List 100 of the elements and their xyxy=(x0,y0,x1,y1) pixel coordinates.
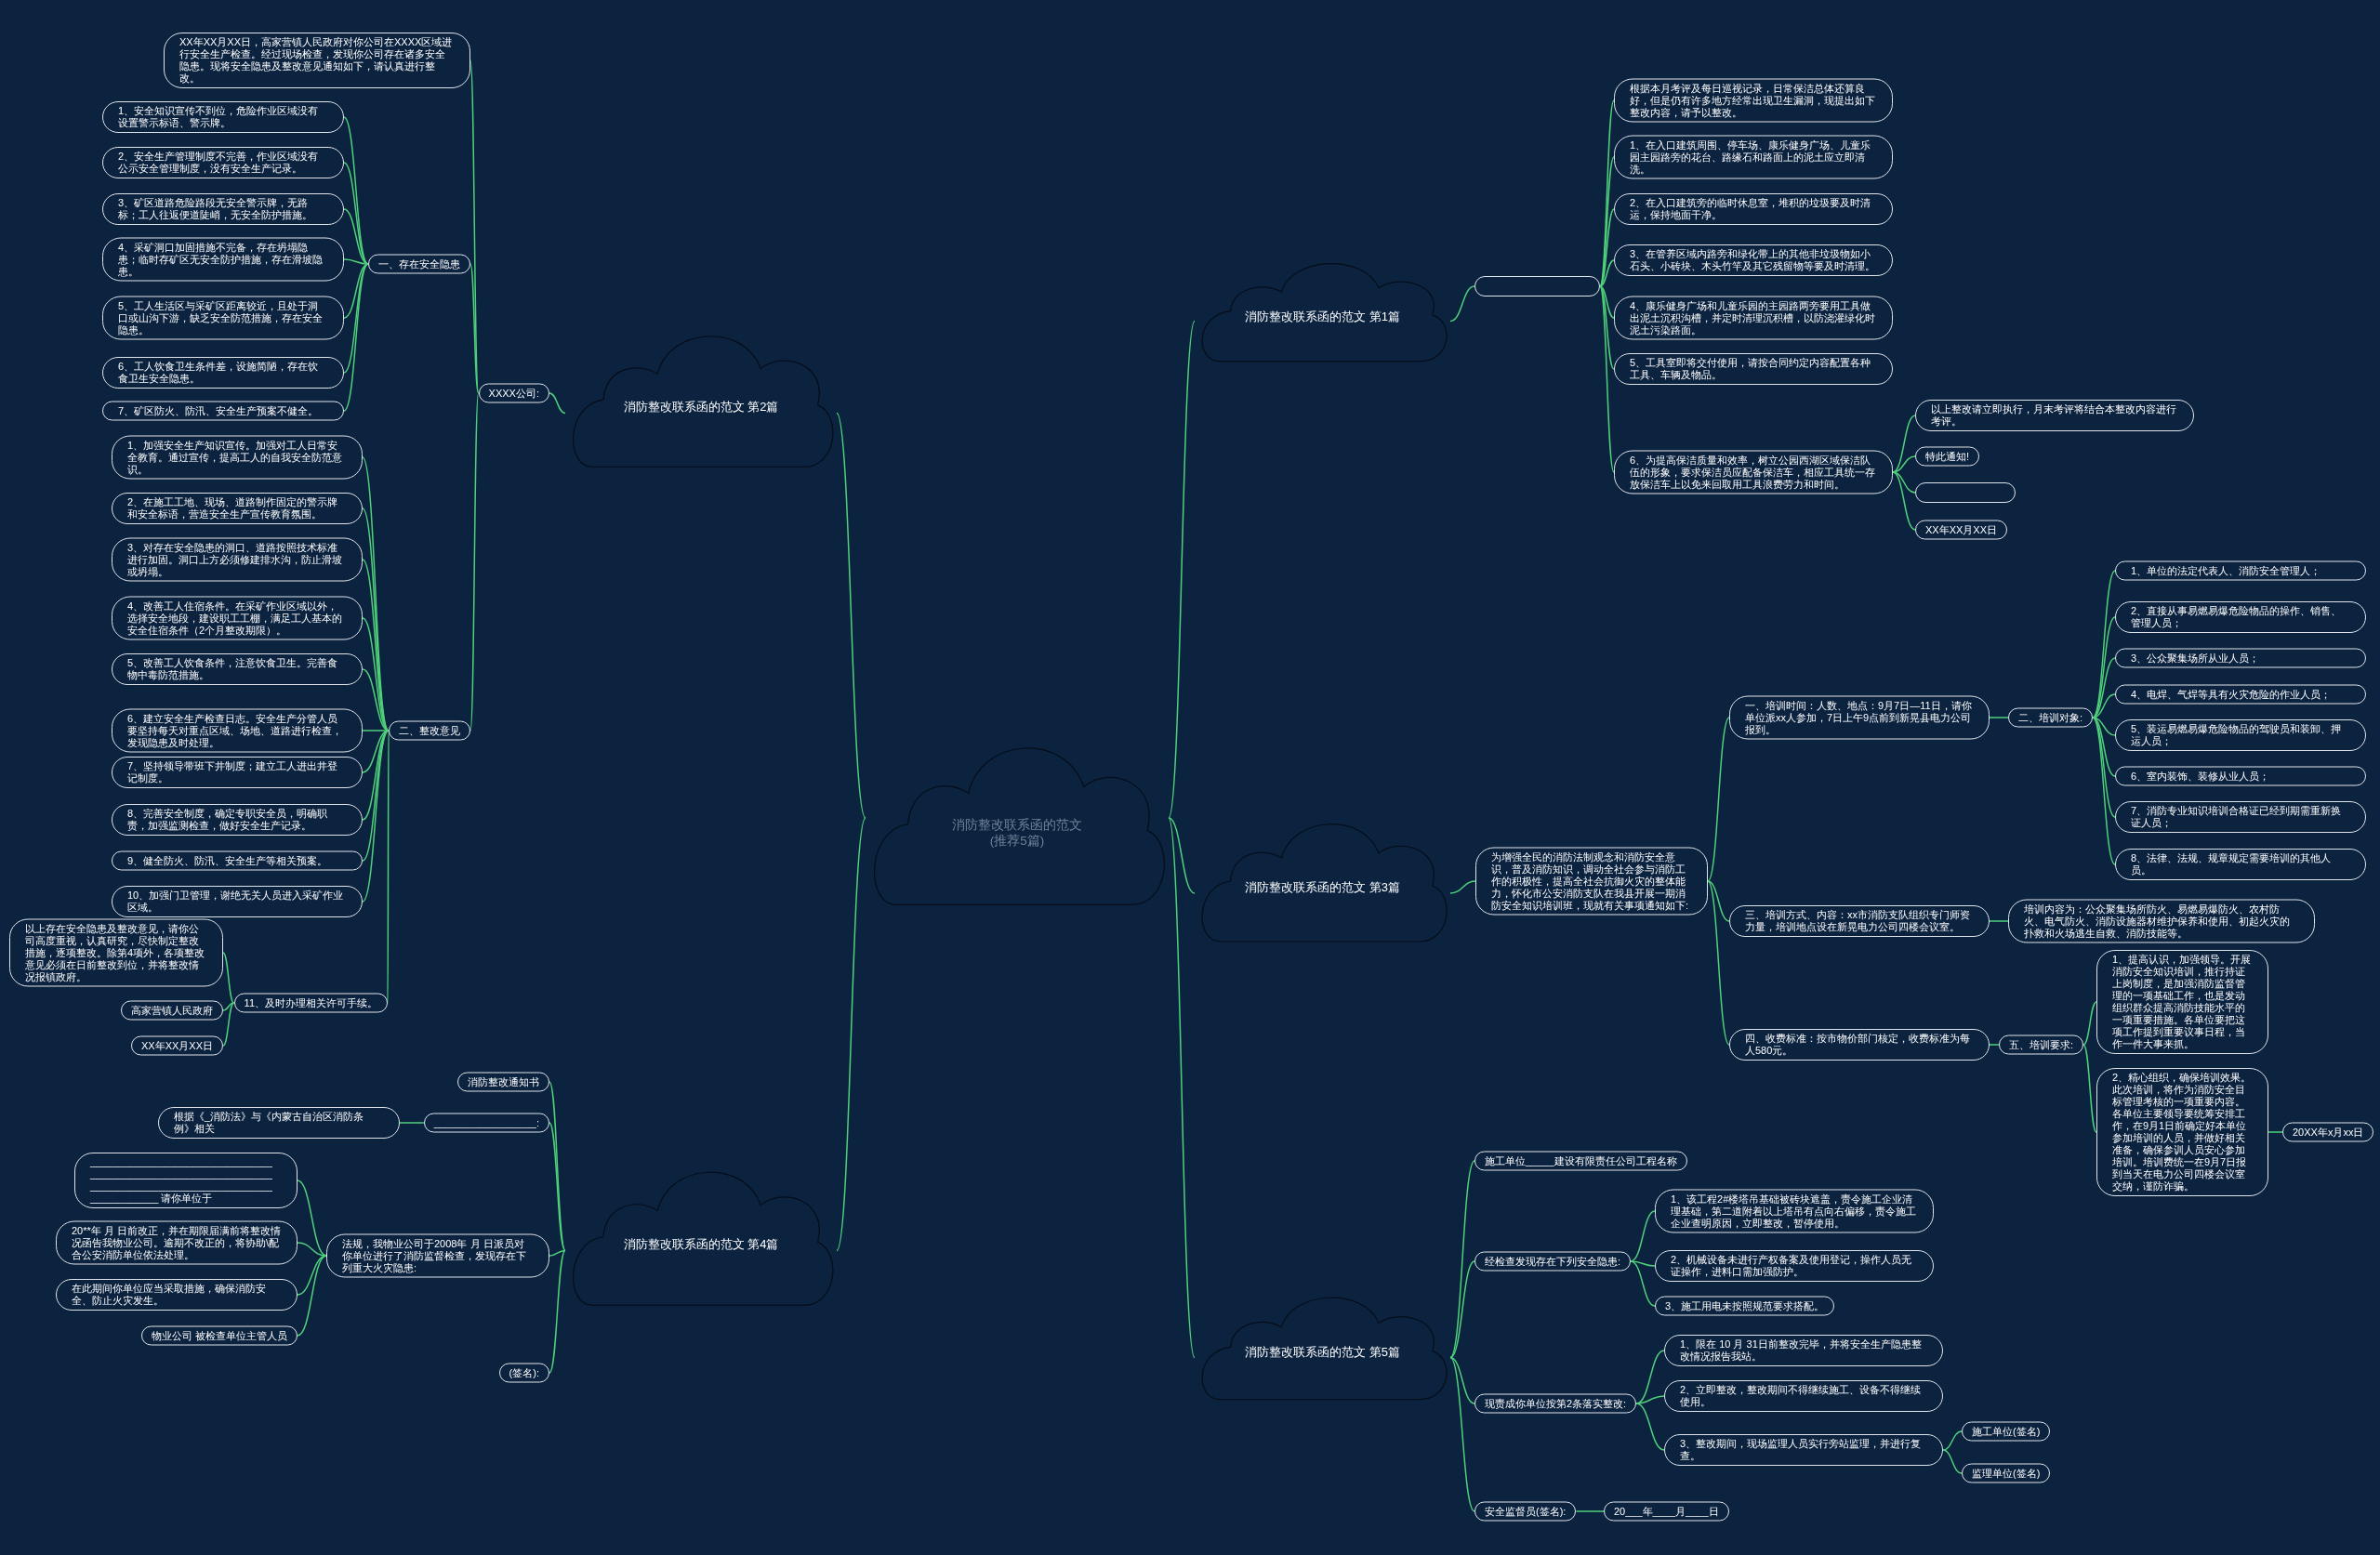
connector-line xyxy=(1942,1430,1963,1451)
text-bubble: 根据本月考评及每日巡视记录，日常保洁总体还算良好，但是仍有许多地方经常出现卫生漏洞，现提出如下整改内容，请予以整改。 xyxy=(1614,78,1893,123)
connector-line xyxy=(297,1255,327,1337)
connector-line xyxy=(836,817,866,1252)
connector-line xyxy=(549,1122,566,1252)
connector-line xyxy=(1168,320,1196,819)
text-bubble: 以上存在安全隐患及整改意见，请你公司高度重视，认真研究，尽快制定整改措施，逐项整改。除第4项外，各项整改意见必须在日前整改到位，并将整改情况报镇政府。 xyxy=(9,918,223,987)
connector-line xyxy=(1707,880,1730,1046)
text-bubble: 7、坚持领导带班下井制度；建立工人进出井登记制度。 xyxy=(112,757,363,788)
text-bubble: 11、及时办理相关许可手续。 xyxy=(233,993,388,1013)
text-bubble: 以上整改请立即执行，月末考评将结合本整改内容进行考评。 xyxy=(1915,400,2194,431)
connector-line xyxy=(1599,285,1615,370)
text-bubble: 一、培训时间：人数、地点：9月7日—11日，请你单位派xx人参加，7日上午9点前到新晃县电力公司报到。 xyxy=(1729,695,1990,740)
connector-line xyxy=(2092,693,2116,718)
cloud-title: 消防整改联系函的范文 第2篇 xyxy=(623,399,779,415)
text-bubble: 6、室内装饰、装修从业人员； xyxy=(2115,766,2366,786)
text-bubble: 四、收费标准：按市物价部门核定，收费标准为每人580元。 xyxy=(1729,1029,1990,1061)
text-bubble: 培训内容为：公众聚集场所防火、易燃易爆防火、农村防火、电气防火、消防设施器材维护保养和使用、初起火灾的扑救和火场逃生自救、消防技能等。 xyxy=(2008,899,2315,943)
text-bubble: 9、健全防火、防汛、安全生产等相关预案。 xyxy=(112,850,363,871)
text-bubble: ________________________________ ________________________________ ________________________________ ____________ 请你单位于 xyxy=(74,1153,298,1208)
connector-line xyxy=(1942,1449,1963,1474)
text-bubble: XXXX公司: xyxy=(478,383,549,403)
text-bubble: 7、矿区防火、防汛、安全生产预案不健全。 xyxy=(102,401,344,421)
connector-line xyxy=(362,559,390,731)
connector-line xyxy=(1989,1044,2000,1046)
connector-line xyxy=(343,263,369,412)
connector-line xyxy=(2082,1001,2097,1046)
text-bubble: 物业公司 被检查单位主管人员 xyxy=(140,1325,298,1346)
text-bubble: 1、在入口建筑周围、停车场、康乐健身广场、儿童乐园主园路旁的花台、路缘石和路面上的泥土应立即清洗。 xyxy=(1614,135,1893,179)
connector-line xyxy=(2092,717,2116,865)
connector-line xyxy=(1168,817,1196,894)
connector-line xyxy=(343,258,369,265)
text-bubble: 高家营镇人民政府 xyxy=(121,1000,223,1021)
text-bubble: 4、康乐健身广场和儿童乐园的主园路两旁要用工具做出泥土沉积沟槽，并定时清理沉积槽，以防浇灌绿化时泥土污染路面。 xyxy=(1614,296,1893,340)
connector-line xyxy=(1892,455,1916,473)
text-bubble: 施工单位_____建设有限责任公司工程名称 xyxy=(1474,1151,1687,1171)
text-bubble: 二、整改意见 xyxy=(389,720,470,741)
text-bubble: XX年XX月XX日，高家营镇人民政府对你公司在XXXX区域进行安全生产检查。经过现场检查，发现你公司存在诸多安全隐患。现将安全隐患及整改意见通知如下，请认真进行整改。 xyxy=(164,33,470,88)
connector-line xyxy=(1989,920,2009,922)
text-bubble: 3、在管养区域内路旁和绿化带上的其他非垃圾物如小石头、小砖块、木头竹竿及其它残留物等要及时清理。 xyxy=(1614,244,1893,276)
connector-line xyxy=(343,116,369,265)
connector-line xyxy=(1599,285,1615,473)
cloud-title: 消防整改联系函的范文 第3篇 xyxy=(1245,880,1400,895)
connector-line xyxy=(549,392,566,415)
text-bubble: 二、培训对象: xyxy=(2008,707,2094,728)
text-bubble: 2、精心组织，确保培训效果。此次培训，将作为消防安全目标管理考核的一项重要内容。各单位主要领导要统筹安排工作，在9月1日前确定好本单位参加培训的人员，并做好相关准备，确保参训人员安心参加培训。培训费统一在9月7日报到当天在电力公司四楼会议室交纳，谨防诈骗。 xyxy=(2096,1068,2268,1196)
connector-line xyxy=(1630,1260,1656,1307)
text-bubble: (签名): xyxy=(498,1363,549,1383)
connector-line xyxy=(222,1002,235,1047)
connector-line xyxy=(1575,1510,1605,1512)
text-bubble: 根据《_消防法》与《内蒙古自治区消防条例》相关 xyxy=(158,1107,400,1139)
connector-line xyxy=(836,412,866,819)
text-bubble: 2、在入口建筑旁的临时休息室，堆积的垃圾要及时清运，保持地面干净。 xyxy=(1614,193,1893,225)
connector-line xyxy=(1449,1356,1475,1404)
connector-line xyxy=(1707,717,1730,882)
connector-line xyxy=(222,1002,235,1011)
cloud-title: 消防整改联系函的范文 第4篇 xyxy=(623,1236,779,1252)
text-bubble: 2、安全生产管理制度不完善，作业区域没有公示安全管理制度，没有安全生产记录。 xyxy=(102,147,344,178)
text-bubble: 2、在施工工地、现场、道路制作固定的警示牌和安全标语，营造安全生产宣传教育氛围。 xyxy=(112,493,363,524)
cloud-title: 消防整改联系函的范文 第5篇 xyxy=(1245,1345,1400,1361)
text-bubble: 5、改善工人饮食条件，注意饮食卫生。完善食物中毒防范措施。 xyxy=(112,653,363,685)
text-bubble: 经检查发现存在下列安全隐患: xyxy=(1474,1251,1632,1272)
text-bubble: 5、装运易燃易爆危险物品的驾驶员和装卸、押运人员； xyxy=(2115,719,2366,751)
connector-line xyxy=(1449,880,1476,894)
rounded-box xyxy=(1474,276,1600,297)
text-bubble: 消防整改通知书 xyxy=(457,1072,549,1092)
connector-line xyxy=(1707,880,1730,922)
connector-line xyxy=(1892,415,1916,473)
text-bubble: 3、公众聚集场所从业人员； xyxy=(2115,648,2366,668)
text-bubble: 5、工具室即将交付使用，请按合同约定内容配置各种工具、车辆及物品。 xyxy=(1614,353,1893,385)
connector-line xyxy=(1449,285,1475,323)
text-bubble: 5、工人生活区与采矿区距离较近，且处于洞口或山沟下游，缺乏安全防范措施，存在安全隐患。 xyxy=(102,296,344,340)
text-bubble: 三、培训方式、内容：xx市消防支队组织专门师资力量，培训地点设在新晃电力公司四楼会议室。 xyxy=(1729,905,1990,937)
text-bubble: 20XX年x月xx日 xyxy=(2282,1122,2374,1142)
text-bubble: 8、法律、法规、规章规定需要培训的其他人员。 xyxy=(2115,849,2366,880)
text-bubble: 3、整改期间，现场监理人员实行旁站监理，并进行复查。 xyxy=(1664,1434,1943,1466)
text-bubble: 安全监督员(签名): xyxy=(1474,1501,1577,1522)
text-bubble: 1、该工程2#楼塔吊基础被砖块遮盖，责令施工企业清理基础，第二道附着以上塔吊有点向右偏移，责令施工企业查明原因，立即整改，暂停使用。 xyxy=(1655,1189,1934,1233)
text-bubble: 3、对存在安全隐患的洞口、道路按照技术标准进行加固。洞口上方必须修建排水沟，防止滑坡或坍塌。 xyxy=(112,537,363,582)
text-bubble: XX年XX月XX日 xyxy=(130,1035,223,1056)
text-bubble: 10、加强门卫管理，谢绝无关人员进入采矿作业区域。 xyxy=(112,886,363,917)
connector-line xyxy=(1599,208,1615,287)
connector-line xyxy=(1630,1210,1656,1262)
text-bubble: 五、培训要求: xyxy=(1999,1034,2084,1055)
text-bubble: 施工单位(签名) xyxy=(1962,1421,2051,1442)
connector-line xyxy=(343,162,369,265)
connector-line xyxy=(1892,471,1916,531)
rounded-box xyxy=(1915,482,2016,503)
text-bubble: 在此期间你单位应当采取措施，确保消防安全、防止火灾发生。 xyxy=(56,1279,298,1311)
connector-line xyxy=(297,1242,327,1257)
text-bubble: 法规，我物业公司于2008年 月 日派员对你单位进行了消防监督检查，发现存在下列重大火灾隐患: xyxy=(326,1233,549,1278)
text-bubble: 1、提高认识，加强领导。开展消防安全知识培训，推行持证上岗制度，是加强消防监督管理的一项基础工作，也是发动组织群众提高消防技能水平的一项重要措施。各单位要把这项工作提到重要议事日程，当作一件大事来抓。 xyxy=(2096,950,2268,1054)
connector-line xyxy=(549,1249,566,1374)
text-bubble: 6、为提高保洁质量和效率，树立公园西湖区域保洁队伍的形象，要求保洁员应配备保洁车，相应工具统一存放保洁车上以免来回取用工具浪费劳力和时间。 xyxy=(1614,450,1893,494)
text-bubble: 特此通知! xyxy=(1915,446,1980,467)
text-bubble: 3、矿区道路危险路段无安全警示牌，无路标；工人往返便道陡峭，无安全防护措施。 xyxy=(102,193,344,225)
connector-line xyxy=(362,668,390,731)
text-bubble: 1、安全知识宣传不到位，危险作业区域没有设置警示标语、警示牌。 xyxy=(102,101,344,133)
connector-line xyxy=(297,1255,327,1296)
connector-line xyxy=(297,1179,327,1257)
